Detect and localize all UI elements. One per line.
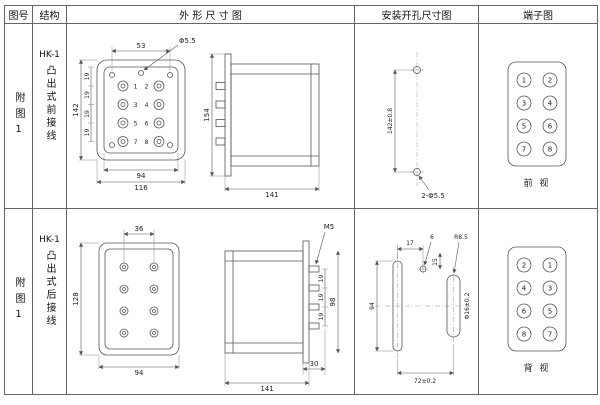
dim-19-3: 19 bbox=[84, 110, 91, 118]
outline-drawing-front-wired: 1 2 3 4 5 6 7 8 53 Φ5.5 bbox=[72, 37, 320, 199]
fig-no-cell-row1: 附图1 bbox=[5, 24, 33, 209]
terminal-6: 6 bbox=[145, 121, 149, 128]
terminal-7: 7 bbox=[134, 139, 138, 146]
outline-drawing-cell-row2: 36 128 94 bbox=[67, 209, 355, 394]
dim-19-3: 19 bbox=[318, 313, 325, 321]
dim-15: 15 bbox=[432, 258, 439, 266]
terminal-no: 2 bbox=[522, 262, 526, 270]
dim-94: 94 bbox=[135, 369, 144, 377]
terminal-8: 8 bbox=[145, 139, 149, 146]
terminal-diagram-back-view: 2 1 4 3 6 5 8 7 背 视 bbox=[507, 246, 567, 374]
side-view-rear-dimensions: M5 19 19 19 98 30 141 bbox=[224, 223, 341, 393]
dim-6: 6 bbox=[430, 234, 434, 241]
dim-53: 53 bbox=[137, 42, 146, 50]
terminal-numbers: 1 2 3 4 5 6 7 8 bbox=[134, 84, 149, 147]
dim-19-4: 19 bbox=[84, 129, 91, 137]
dim-98: 98 bbox=[329, 298, 337, 307]
dim-slot-phi: Φ16±0.2 bbox=[464, 292, 471, 319]
terminal-no: 3 bbox=[548, 285, 552, 293]
terminal-circles: 1 2 3 4 5 6 7 8 bbox=[516, 72, 558, 157]
outline-drawing-rear-wired: 36 128 94 bbox=[72, 223, 341, 393]
relay-rear-view bbox=[98, 242, 180, 356]
rear-mounting-dimensions: 17 6 15 R8.5 94 Φ16±0.2 72±0.2 bbox=[369, 234, 471, 385]
dim-72-tol: 72±0.2 bbox=[414, 378, 436, 385]
outline-drawing-cell-row1: 1 2 3 4 5 6 7 8 53 Φ5.5 bbox=[67, 24, 355, 209]
dim-hole-phi5-5: Φ5.5 bbox=[179, 37, 196, 45]
terminal-no: 4 bbox=[548, 100, 553, 108]
relay-front-view: 1 2 3 4 5 6 7 8 bbox=[96, 59, 186, 161]
dim-128: 128 bbox=[72, 292, 80, 305]
structure-cell-row1: HK-1 凸出式前接线 bbox=[33, 24, 67, 209]
dim-19-2: 19 bbox=[84, 91, 91, 99]
terminal-no: 2 bbox=[548, 77, 552, 85]
dim-30: 30 bbox=[310, 360, 319, 368]
header-terminal-diagram: 端子图 bbox=[479, 6, 597, 24]
dim-116: 116 bbox=[134, 184, 148, 192]
terminal-no: 6 bbox=[522, 308, 527, 316]
fig-no-label: 附图1 bbox=[13, 277, 24, 326]
structure-cell-row2: HK-1 凸出式后接线 bbox=[33, 209, 67, 394]
model-label: HK-1 bbox=[39, 50, 60, 60]
rear-holes bbox=[119, 262, 159, 338]
terminal-diagram-front-view: 1 2 3 4 5 6 7 8 前 视 bbox=[507, 61, 567, 189]
dim-154: 154 bbox=[203, 108, 211, 122]
dim-m5: M5 bbox=[324, 223, 335, 231]
terminal-no: 8 bbox=[548, 146, 552, 154]
dim-142-tol: 142±0.8 bbox=[387, 108, 394, 134]
view-label-back: 背 视 bbox=[524, 362, 551, 374]
terminal-no: 3 bbox=[522, 100, 526, 108]
terminal-no: 4 bbox=[522, 285, 527, 293]
dim-19-2: 19 bbox=[318, 294, 325, 302]
terminal-1: 1 bbox=[134, 84, 138, 91]
terminal-diagram-cell-row2: 2 1 4 3 6 5 8 7 背 视 bbox=[479, 209, 597, 394]
dim-142: 142 bbox=[72, 103, 80, 116]
dim-141: 141 bbox=[265, 191, 278, 199]
dim-141: 141 bbox=[260, 385, 273, 393]
terminal-no: 8 bbox=[522, 331, 526, 339]
rear-view-dimensions: 36 128 94 bbox=[72, 225, 180, 377]
terminal-no: 1 bbox=[522, 77, 526, 85]
dim-2-phi5-5: 2-Φ5.5 bbox=[421, 192, 445, 200]
model-label: HK-1 bbox=[39, 235, 60, 245]
view-label-front: 前 视 bbox=[524, 177, 551, 189]
front-view-dimensions: 53 Φ5.5 142 19 19 19 19 94 bbox=[72, 37, 196, 192]
drawing-sheet: 图号 结构 外 形 尺 寸 图 安装开孔尺寸图 端子图 附图1 HK-1 凸出式… bbox=[4, 5, 598, 395]
terminal-circles: 2 1 4 3 6 5 8 7 bbox=[516, 257, 558, 342]
terminal-5: 5 bbox=[134, 121, 138, 128]
dim-94: 94 bbox=[137, 172, 146, 180]
mounting-drawing-cell-row1: 142±0.8 2-Φ5.5 bbox=[355, 24, 479, 209]
dim-94: 94 bbox=[369, 302, 376, 310]
mounting-drawing-cell-row2: 17 6 15 R8.5 94 Φ16±0.2 72±0.2 bbox=[355, 209, 479, 394]
terminal-diagram-cell-row1: 1 2 3 4 5 6 7 8 前 视 bbox=[479, 24, 597, 209]
terminal-3: 3 bbox=[134, 102, 138, 109]
terminal-screws bbox=[117, 80, 165, 147]
dim-36: 36 bbox=[135, 225, 144, 233]
terminal-4: 4 bbox=[145, 102, 149, 109]
terminal-no: 1 bbox=[548, 262, 552, 270]
terminal-no: 7 bbox=[548, 331, 552, 339]
header-mounting-dims: 安装开孔尺寸图 bbox=[355, 6, 479, 24]
structure-label: 凸出式前接线 bbox=[44, 65, 55, 143]
fig-no-cell-row2: 附图1 bbox=[5, 209, 33, 394]
mounting-holes-rear-wired: 17 6 15 R8.5 94 Φ16±0.2 72±0.2 bbox=[369, 234, 471, 385]
mounting-holes-front-wired: 142±0.8 2-Φ5.5 bbox=[387, 52, 445, 200]
terminal-no: 5 bbox=[548, 308, 552, 316]
terminal-no: 5 bbox=[522, 123, 526, 131]
side-view-dimensions: 154 141 bbox=[203, 53, 320, 199]
header-fig-no: 图号 bbox=[5, 6, 33, 24]
header-outline-dims: 外 形 尺 寸 图 bbox=[67, 6, 355, 24]
dim-17: 17 bbox=[406, 240, 414, 247]
dim-19-1: 19 bbox=[318, 275, 325, 283]
dim-r8-5: R8.5 bbox=[454, 234, 468, 241]
structure-label: 凸出式后接线 bbox=[44, 250, 55, 328]
terminal-2: 2 bbox=[145, 84, 149, 91]
terminal-no: 6 bbox=[548, 123, 553, 131]
relay-side-view bbox=[215, 53, 320, 177]
dim-19-1: 19 bbox=[84, 73, 91, 81]
header-structure: 结构 bbox=[33, 6, 67, 24]
relay-side-view-rear bbox=[224, 240, 320, 364]
terminal-no: 7 bbox=[522, 146, 526, 154]
fig-no-label: 附图1 bbox=[13, 91, 24, 141]
